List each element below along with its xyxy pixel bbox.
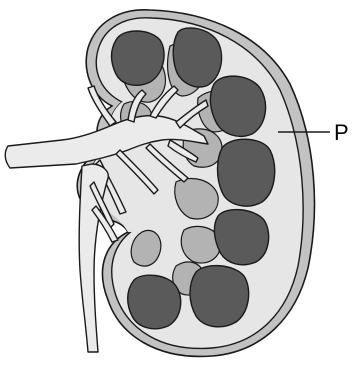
renal-pyramid-4 bbox=[218, 139, 275, 206]
renal-pyramid-5 bbox=[214, 210, 268, 265]
renal-pyramid-3 bbox=[210, 76, 265, 136]
label-p: P bbox=[334, 120, 349, 145]
renal-pyramid-6 bbox=[190, 266, 249, 327]
renal-pyramid-7 bbox=[128, 275, 181, 329]
renal-pyramid-2 bbox=[173, 28, 221, 87]
renal-pyramid-1 bbox=[112, 31, 165, 85]
